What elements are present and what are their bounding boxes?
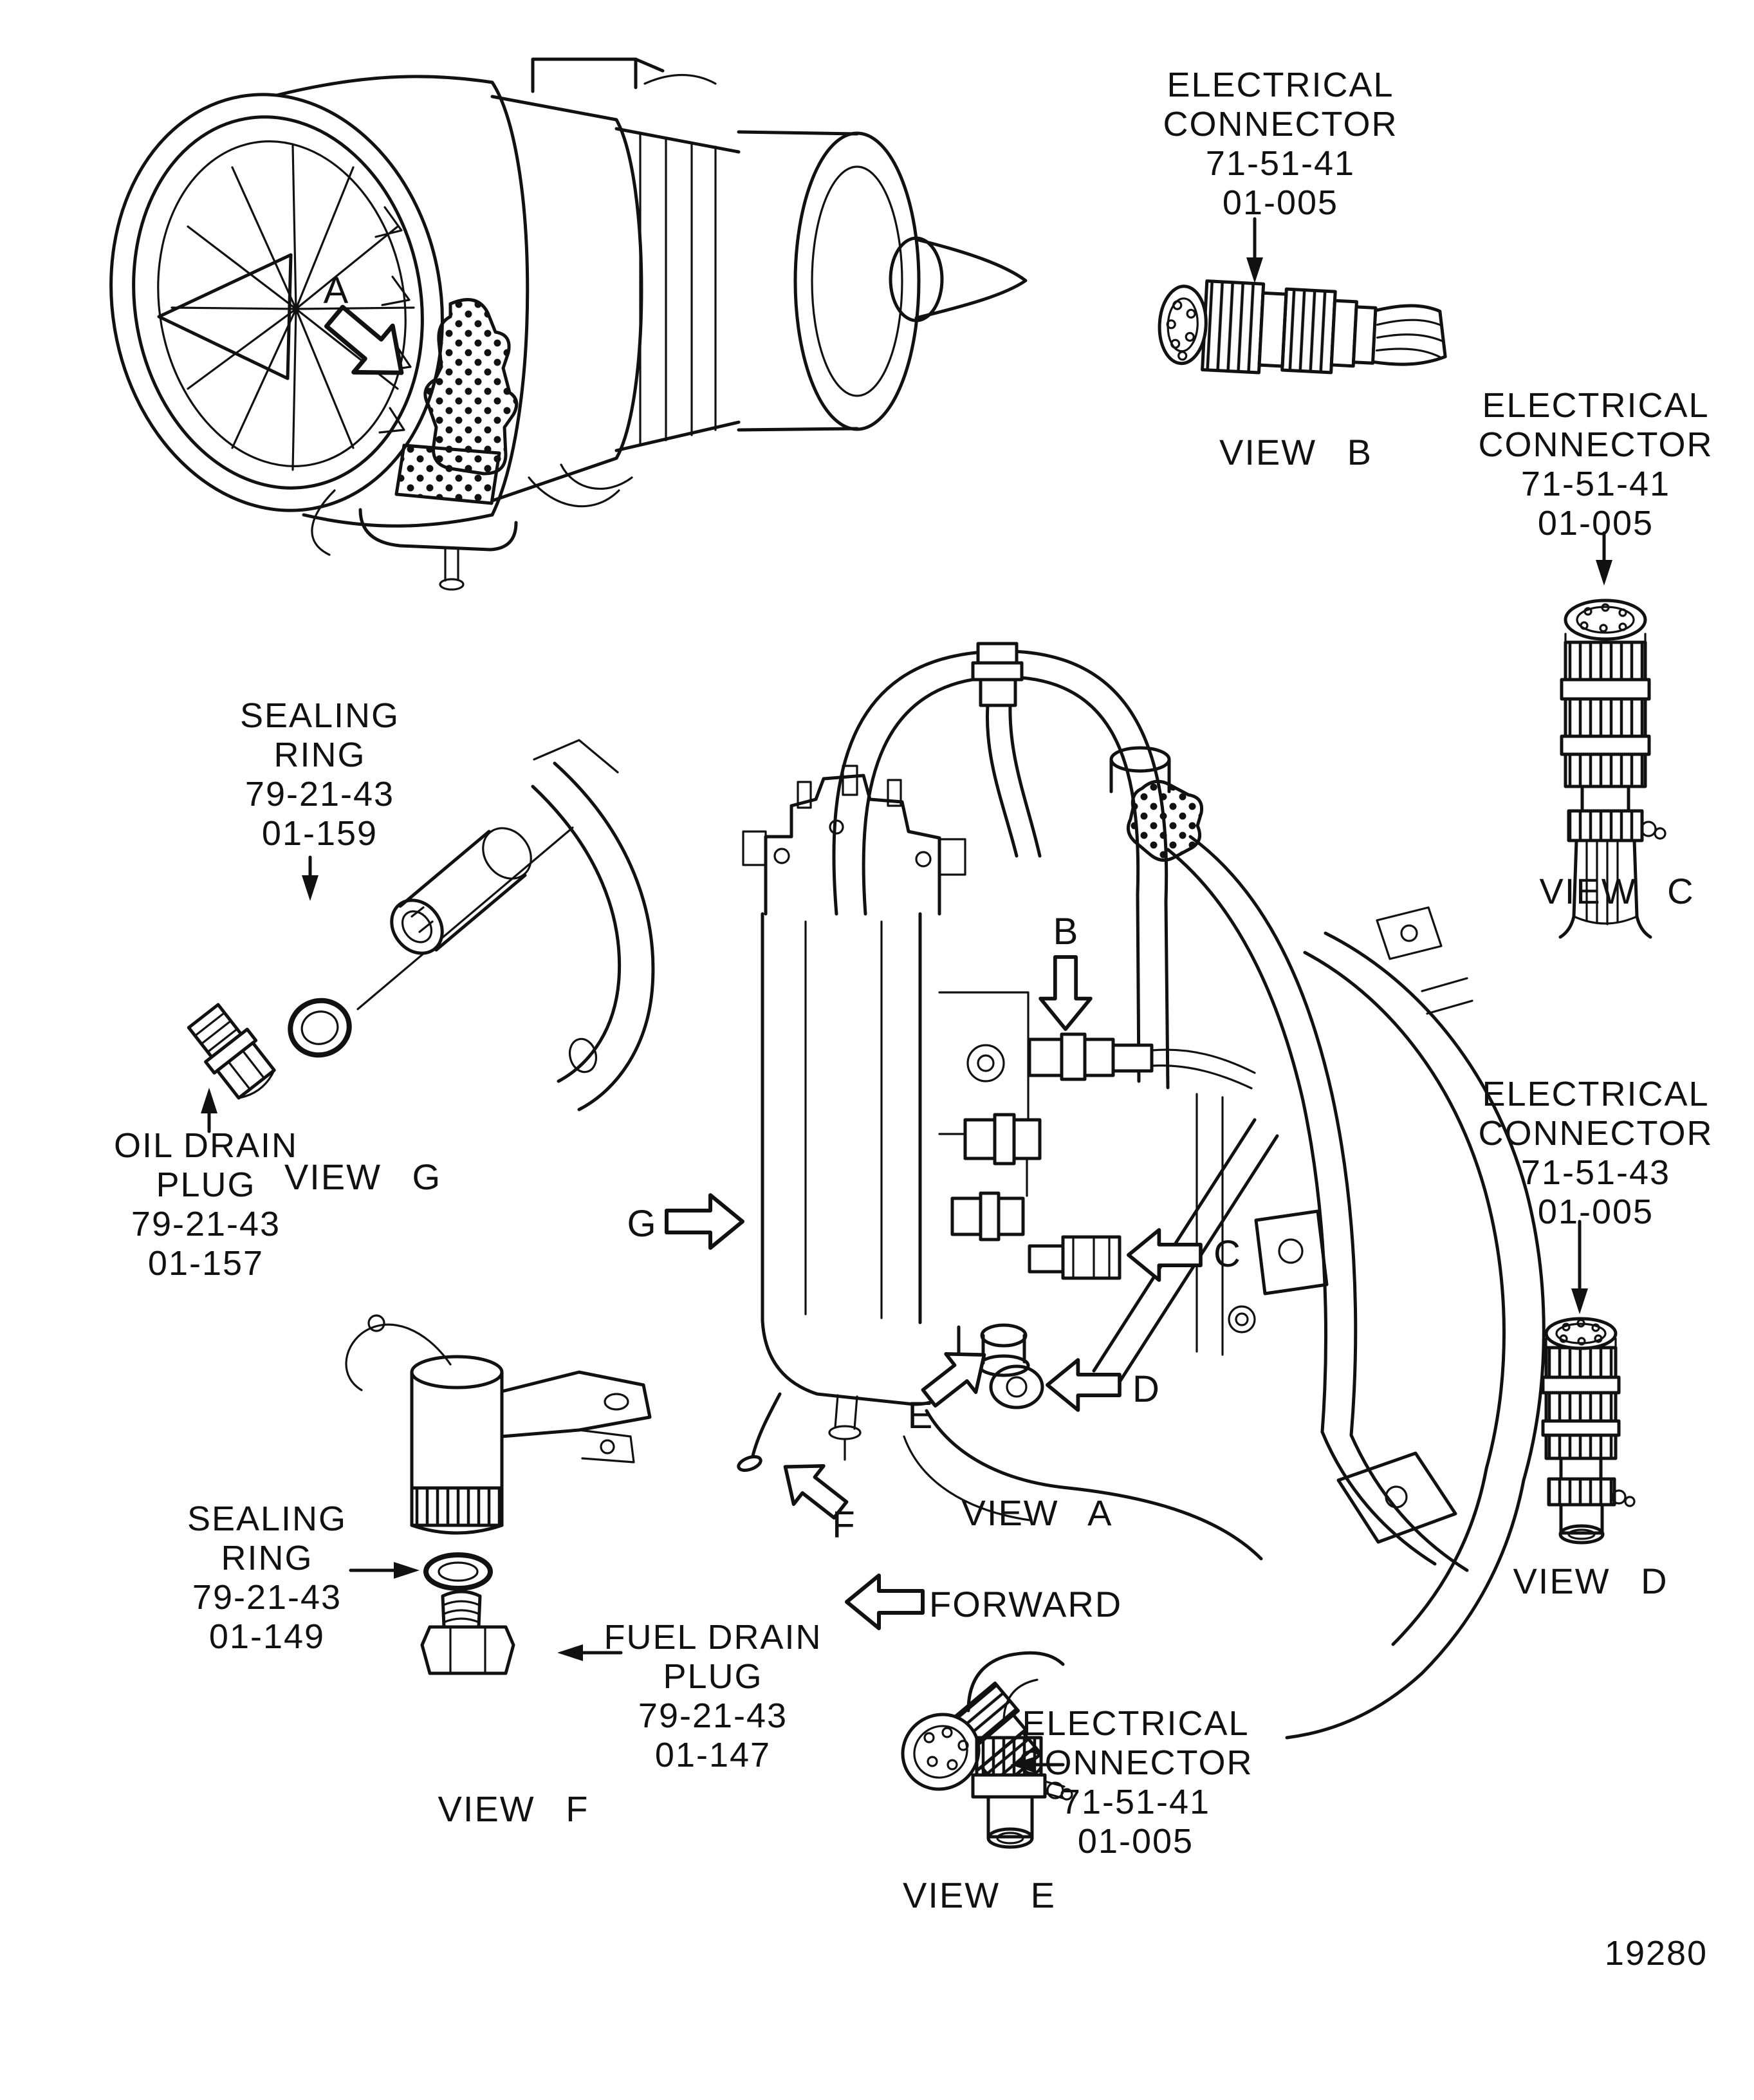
sealing-ring-f — [423, 1552, 493, 1591]
accessory-assembly-illustration — [737, 642, 1546, 1740]
view-b-connector-illustration — [1158, 279, 1447, 375]
detail-arrow-g — [667, 1195, 743, 1248]
callout-line: OIL DRAIN — [113, 1126, 299, 1165]
view-e-connector-illustration — [901, 1651, 1073, 1849]
engine-illustration — [109, 57, 1028, 591]
view-g-illustration — [187, 739, 655, 1111]
callout-line: 79-21-43 — [131, 1205, 281, 1243]
view-f-title: VIEW F — [438, 1789, 589, 1829]
oil-drain-plug — [187, 1003, 276, 1100]
pipe-clamp-stippled — [1126, 779, 1204, 862]
forward-arrow — [847, 1575, 923, 1628]
callout-fuel-drain-plug: FUEL DRAIN PLUG 79-21-43 01-147 — [584, 1618, 842, 1775]
callout-line: 71-51-41 — [1205, 144, 1356, 183]
detail-letter-d: D — [1132, 1368, 1159, 1410]
callout-line: 01-005 — [1537, 504, 1654, 543]
callout-electrical-connector-view-e: ELECTRICAL CONNECTOR 71-51-41 01-005 — [1007, 1704, 1264, 1861]
figure-number: 19280 — [1604, 1934, 1708, 1973]
detail-letter-c: C — [1214, 1233, 1241, 1275]
view-e-title: VIEW E — [902, 1875, 1057, 1915]
callout-line: FUEL DRAIN — [604, 1618, 822, 1657]
callout-line: RING — [221, 1539, 313, 1577]
callout-line: 01-159 — [261, 814, 378, 853]
callout-line: 01-147 — [654, 1736, 771, 1774]
callout-line: 79-21-43 — [192, 1578, 342, 1617]
callout-line: RING — [273, 736, 366, 774]
detail-arrow-b — [1040, 957, 1091, 1029]
callout-line: 01-005 — [1222, 183, 1339, 222]
view-g-title: VIEW G — [284, 1157, 442, 1197]
callout-line: 01-157 — [147, 1244, 264, 1283]
view-d-connector-illustration — [1541, 1317, 1636, 1545]
callout-line: PLUG — [156, 1166, 256, 1204]
callout-line: 01-149 — [208, 1617, 326, 1656]
igniter-unit-stippled — [423, 298, 519, 476]
callout-line: 79-21-43 — [245, 775, 395, 813]
callout-line: 01-005 — [1077, 1822, 1194, 1861]
callout-line: SEALING — [187, 1500, 347, 1538]
leader-arrows — [201, 217, 1612, 1773]
view-c-connector-illustration — [1558, 599, 1666, 939]
detail-letter-b: B — [1053, 911, 1078, 952]
callout-line: 01-005 — [1537, 1193, 1654, 1231]
detail-letter-a: A — [323, 270, 349, 311]
view-a-title: VIEW A — [961, 1492, 1113, 1533]
detail-letter-f: F — [832, 1504, 855, 1546]
forward-label: FORWARD — [929, 1584, 1123, 1624]
detail-arrow-d — [1048, 1360, 1120, 1410]
view-b-title: VIEW B — [1219, 432, 1373, 472]
callout-line: 71-51-41 — [1060, 1783, 1211, 1821]
fuel-drain-plug — [420, 1590, 515, 1675]
callout-line: ELECTRICAL — [1167, 66, 1394, 104]
igniter-pad-stippled — [394, 443, 501, 505]
detail-letter-e: E — [907, 1395, 933, 1436]
callout-line: CONNECTOR — [1478, 425, 1713, 464]
callout-line: ELECTRICAL — [1482, 386, 1710, 425]
callout-line: CONNECTOR — [1163, 105, 1398, 144]
callout-electrical-connector-view-b: ELECTRICAL CONNECTOR 71-51-41 01-005 — [1152, 66, 1409, 223]
callout-line: 71-51-43 — [1520, 1153, 1671, 1192]
callout-electrical-connector-view-c: ELECTRICAL CONNECTOR 71-51-41 01-005 — [1467, 386, 1724, 543]
callout-line: PLUG — [663, 1657, 763, 1696]
callout-line: ELECTRICAL — [1022, 1704, 1250, 1743]
view-d-title: VIEW D — [1513, 1561, 1668, 1601]
callout-line: SEALING — [239, 696, 400, 735]
view-c-title: VIEW C — [1539, 871, 1695, 911]
callout-sealing-ring-view-g: SEALING RING 79-21-43 01-159 — [191, 696, 448, 853]
callout-oil-drain-plug: OIL DRAIN PLUG 79-21-43 01-157 — [77, 1126, 335, 1283]
callout-line: 79-21-43 — [638, 1696, 788, 1735]
detail-letter-g: G — [627, 1203, 656, 1245]
callout-line: CONNECTOR — [1478, 1114, 1713, 1153]
sealing-ring-g — [288, 998, 352, 1058]
callout-electrical-connector-view-d: ELECTRICAL CONNECTOR 71-51-43 01-005 — [1467, 1075, 1724, 1232]
callout-line: ELECTRICAL — [1482, 1075, 1710, 1113]
view-f-illustration — [345, 1314, 652, 1675]
callout-line: 71-51-41 — [1520, 465, 1671, 503]
callout-line: CONNECTOR — [1018, 1743, 1253, 1782]
callout-sealing-ring-view-f: SEALING RING 79-21-43 01-149 — [138, 1500, 396, 1657]
